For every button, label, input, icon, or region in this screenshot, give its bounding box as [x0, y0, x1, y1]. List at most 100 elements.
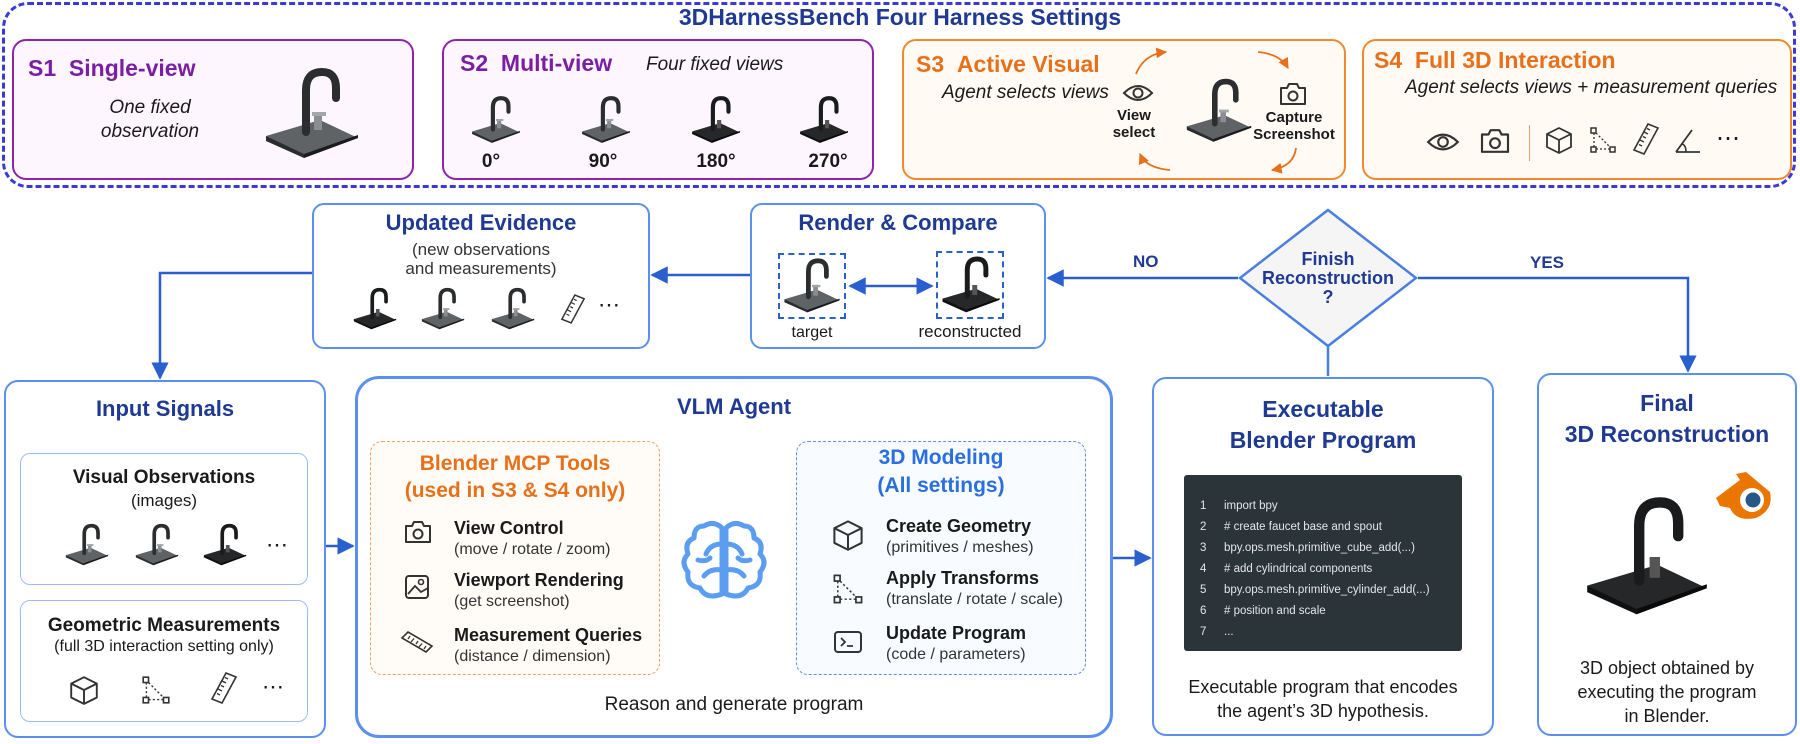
evidence-ellipsis: ⋯ [598, 292, 620, 317]
distance-icon [831, 572, 865, 606]
setting-s1-card [12, 39, 414, 180]
program-title: Executable Blender Program [1229, 396, 1417, 453]
target-label: target [791, 324, 833, 341]
s3-cycle-arrows [1135, 47, 1297, 174]
vlm-agent-footer: Reason and generate program [604, 694, 864, 715]
mcp-item-viewport-rendering-desc: (get screenshot) [454, 593, 570, 610]
camera-icon [403, 520, 433, 544]
input-signals-box [4, 380, 326, 738]
s4-ellipsis: ⋯ [1716, 125, 1740, 152]
ruler-icon [210, 670, 238, 706]
geometric-measurements-panel [20, 600, 308, 722]
setting-s3-card [902, 39, 1346, 180]
target-frame [778, 253, 846, 319]
visual-ellipsis: ⋯ [266, 532, 288, 557]
settings-banner [2, 2, 1796, 188]
modeling-item-update-program-desc: (code / parameters) [886, 646, 1026, 663]
angle-icon [1672, 126, 1702, 156]
reconstructed-label: reconstructed [918, 322, 1022, 341]
ruler-icon [400, 630, 434, 654]
modeling-title: 3D Modeling (All settings) [877, 446, 1005, 497]
modeling-item-create-geometry-desc: (primitives / meshes) [886, 539, 1034, 556]
geometric-ellipsis: ⋯ [262, 674, 284, 699]
cube-icon [831, 518, 865, 552]
mcp-item-view-control-desc: (move / rotate / zoom) [454, 541, 611, 558]
code-line: 6# position and scale [1200, 605, 1326, 617]
s4-desc: Agent selects views + measurement querie… [1405, 77, 1778, 98]
final-title: Final 3D Reconstruction [1564, 390, 1770, 447]
distance-icon [1588, 125, 1618, 155]
modeling-item-apply-transforms: Apply Transforms [886, 568, 1040, 588]
s4-divider [1529, 125, 1530, 161]
ruler-icon [1632, 122, 1660, 156]
reconstructed-frame [936, 251, 1004, 319]
vlm-agent-box [355, 376, 1113, 738]
code-line: 4# add cylindrical components [1200, 563, 1373, 575]
mcp-item-measurement-queries-desc: (distance / dimension) [454, 648, 611, 665]
s4-title: S4 Full 3D Interaction [1374, 47, 1616, 73]
blender-logo-icon [1712, 468, 1776, 524]
s3-desc: Agent selects views [942, 82, 1109, 103]
image-icon [404, 574, 430, 600]
s1-desc: One fixed observation [100, 97, 200, 142]
render-compare-box [750, 203, 1046, 349]
mcp-item-measurement-queries: Measurement Queries [454, 625, 643, 645]
visual-observations-panel [20, 453, 308, 585]
setting-s4-card [1362, 39, 1792, 180]
modeling-panel [796, 441, 1086, 675]
eye-icon [1122, 82, 1154, 104]
s1-title: S1 Single-view [28, 55, 196, 81]
finish-decision-text: Finish Reconstruction ? [1261, 249, 1394, 307]
program-caption: Executable program that encodes the agen… [1188, 677, 1458, 721]
banner-title: 3DHarnessBench Four Harness Settings [678, 4, 1122, 30]
s3-capture-label: Capture Screenshot [1253, 109, 1335, 143]
code-block [1184, 475, 1462, 651]
code-line: 7... [1200, 626, 1234, 638]
geometric-measurements-sub: (full 3D interaction setting only) [54, 638, 274, 655]
distance-icon [140, 674, 172, 706]
terminal-icon [833, 630, 863, 654]
code-line: 2# create faucet base and spout [1200, 521, 1382, 533]
s2-angle-90: 90° [588, 151, 618, 172]
camera-icon [1478, 128, 1512, 154]
s2-desc: Four fixed views [646, 54, 784, 75]
s2-angle-180: 180° [696, 151, 736, 172]
s2-title: S2 Multi-view [460, 50, 613, 76]
geometric-measurements-title: Geometric Measurements [47, 615, 281, 636]
cube-icon [1544, 125, 1574, 155]
s2-angle-0: 0° [481, 151, 501, 172]
updated-evidence-subtitle: (new observations and measurements) [405, 240, 557, 278]
input-signals-title: Input Signals [95, 396, 235, 421]
modeling-item-update-program: Update Program [886, 623, 1027, 643]
cube-icon [68, 674, 100, 706]
modeling-item-create-geometry: Create Geometry [886, 516, 1032, 536]
vlm-agent-title: VLM Agent [676, 394, 792, 419]
mcp-item-viewport-rendering: Viewport Rendering [454, 570, 624, 590]
final-box [1537, 373, 1797, 736]
ruler-icon [560, 292, 586, 326]
visual-observations-title: Visual Observations [72, 467, 256, 488]
final-caption: 3D object obtained by executing the prog… [1577, 658, 1757, 726]
render-compare-title: Render & Compare [798, 210, 998, 235]
mcp-tools-title: Blender MCP Tools (used in S3 & S4 only) [404, 452, 626, 502]
setting-s2-card [442, 39, 874, 180]
s3-view-select-label: View select [1112, 107, 1156, 141]
camera-icon [1278, 82, 1308, 106]
modeling-item-apply-transforms-desc: (translate / rotate / scale) [886, 591, 1063, 608]
eye-icon [1426, 130, 1460, 154]
program-box [1152, 377, 1494, 736]
mcp-tools-panel [370, 441, 660, 675]
visual-observations-sub: (images) [130, 491, 198, 510]
mcp-item-view-control: View Control [454, 518, 564, 538]
updated-evidence-box [312, 203, 650, 349]
s3-title: S3 Active Visual [916, 51, 1100, 77]
no-label: NO [1133, 252, 1159, 271]
brain-icon [676, 514, 772, 610]
updated-evidence-title: Updated Evidence [385, 210, 577, 235]
yes-label: YES [1530, 253, 1565, 272]
